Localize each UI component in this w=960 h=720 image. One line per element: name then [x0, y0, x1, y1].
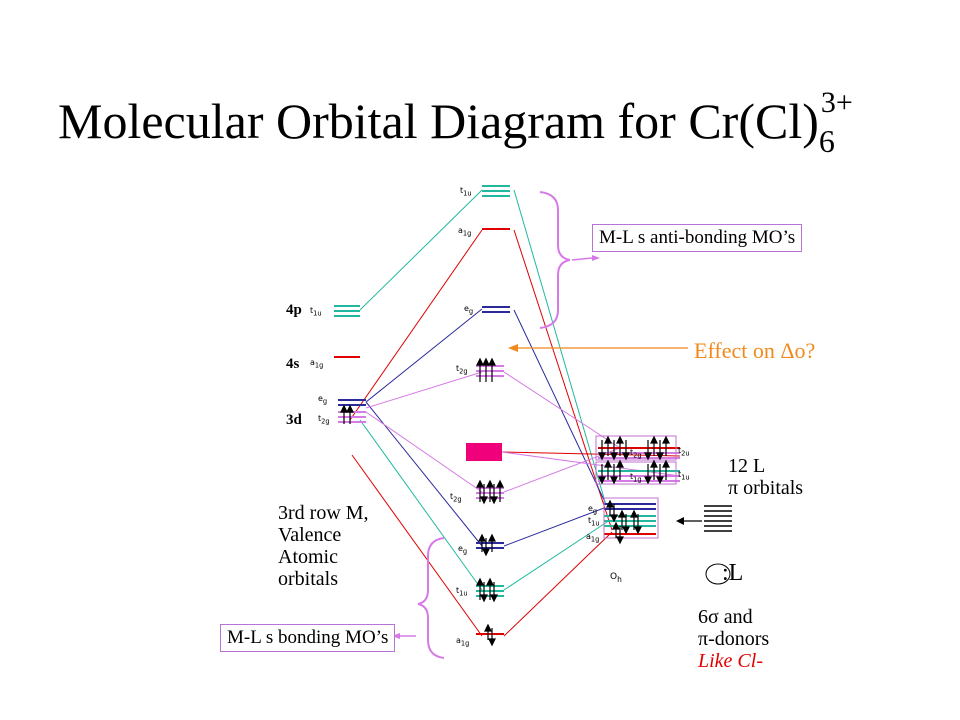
ligand-levels — [598, 447, 680, 535]
bonding-box: M-L s bonding MO’s — [220, 624, 396, 652]
mo-levels — [476, 185, 510, 635]
ligand-symbol: :L — [722, 560, 744, 586]
sym-mo-t2g-anti: t2g — [456, 364, 468, 376]
line-3d-eg-anti — [365, 308, 483, 403]
sym-3d-eg: eg — [318, 394, 328, 406]
electron-arrows — [340, 357, 670, 647]
sym-mo-a1g-bond: a1g — [456, 636, 470, 648]
donors-label: 6σ and π-donors Like Cl- — [698, 606, 770, 672]
antibonding-bracket — [539, 191, 571, 329]
antibonding-box: M-L s anti-bonding MO’s — [592, 224, 803, 252]
sym-mo-t1u-anti: t1u — [460, 186, 472, 198]
line-4p-to-t1u-bond — [359, 419, 483, 591]
effect-label: Effect on Δo? — [694, 338, 816, 363]
nonbonding-block — [466, 443, 502, 461]
lone-pair-ellipse — [705, 563, 731, 585]
sym-mo-a1g-anti: a1g — [458, 226, 472, 238]
sym-3d-t2g: t2g — [318, 414, 330, 426]
metal-block-label: 3rd row M, Valence Atomic orbitals — [278, 502, 369, 590]
line-4s-to-a1g-bond — [351, 454, 483, 637]
line-lig-eg-bond — [503, 507, 605, 547]
sym-4p-t1u: t1u — [310, 306, 322, 318]
metal-levels — [334, 305, 366, 423]
bonding-bracket — [417, 537, 445, 659]
sym-lig-t2g: t2g — [630, 448, 642, 460]
sym-mo-t1u-bond: t1u — [456, 586, 468, 598]
ligand-stack-icon — [704, 505, 732, 532]
sym-lig-t2u: t2u — [678, 446, 690, 458]
sym-lig-t1u-sigma: t1u — [588, 516, 600, 528]
sym-mo-t2g-bond: t2g — [450, 492, 462, 504]
line-lig-a1g-bond — [503, 531, 613, 637]
sym-lig-t1g: t1g — [630, 472, 642, 484]
page-title: Molecular Orbital Diagram for Cr(Cl)63+ — [58, 86, 853, 159]
pi-orbitals-label: 12 L π orbitals — [728, 455, 804, 499]
line-4s-to-a1g-anti — [349, 229, 483, 421]
line-3d-t2g-anti — [365, 371, 483, 409]
line-lig-t2g-anti — [503, 371, 621, 449]
sym-mo-eg-bond: eg — [458, 544, 468, 556]
line-3d-eg-bond — [365, 401, 483, 547]
label-4p: 4p — [286, 302, 302, 318]
label-4s: 4s — [286, 356, 300, 372]
sym-lig-t1u: t1u — [678, 470, 690, 482]
label-3d: 3d — [286, 412, 302, 428]
line-4p-to-t1u-anti — [359, 189, 483, 311]
sym-lig-eg: eg — [588, 504, 598, 516]
oh-label: Oh — [610, 572, 622, 584]
sym-lig-a1g: a1g — [586, 532, 600, 544]
line-lig-t1u-bond — [503, 519, 611, 591]
sym-mo-eg-anti: eg — [464, 304, 474, 316]
line-lig-eg-anti — [513, 309, 605, 501]
line-3d-t2g-bond — [365, 411, 483, 493]
sym-4s-a1g: a1g — [310, 358, 324, 370]
